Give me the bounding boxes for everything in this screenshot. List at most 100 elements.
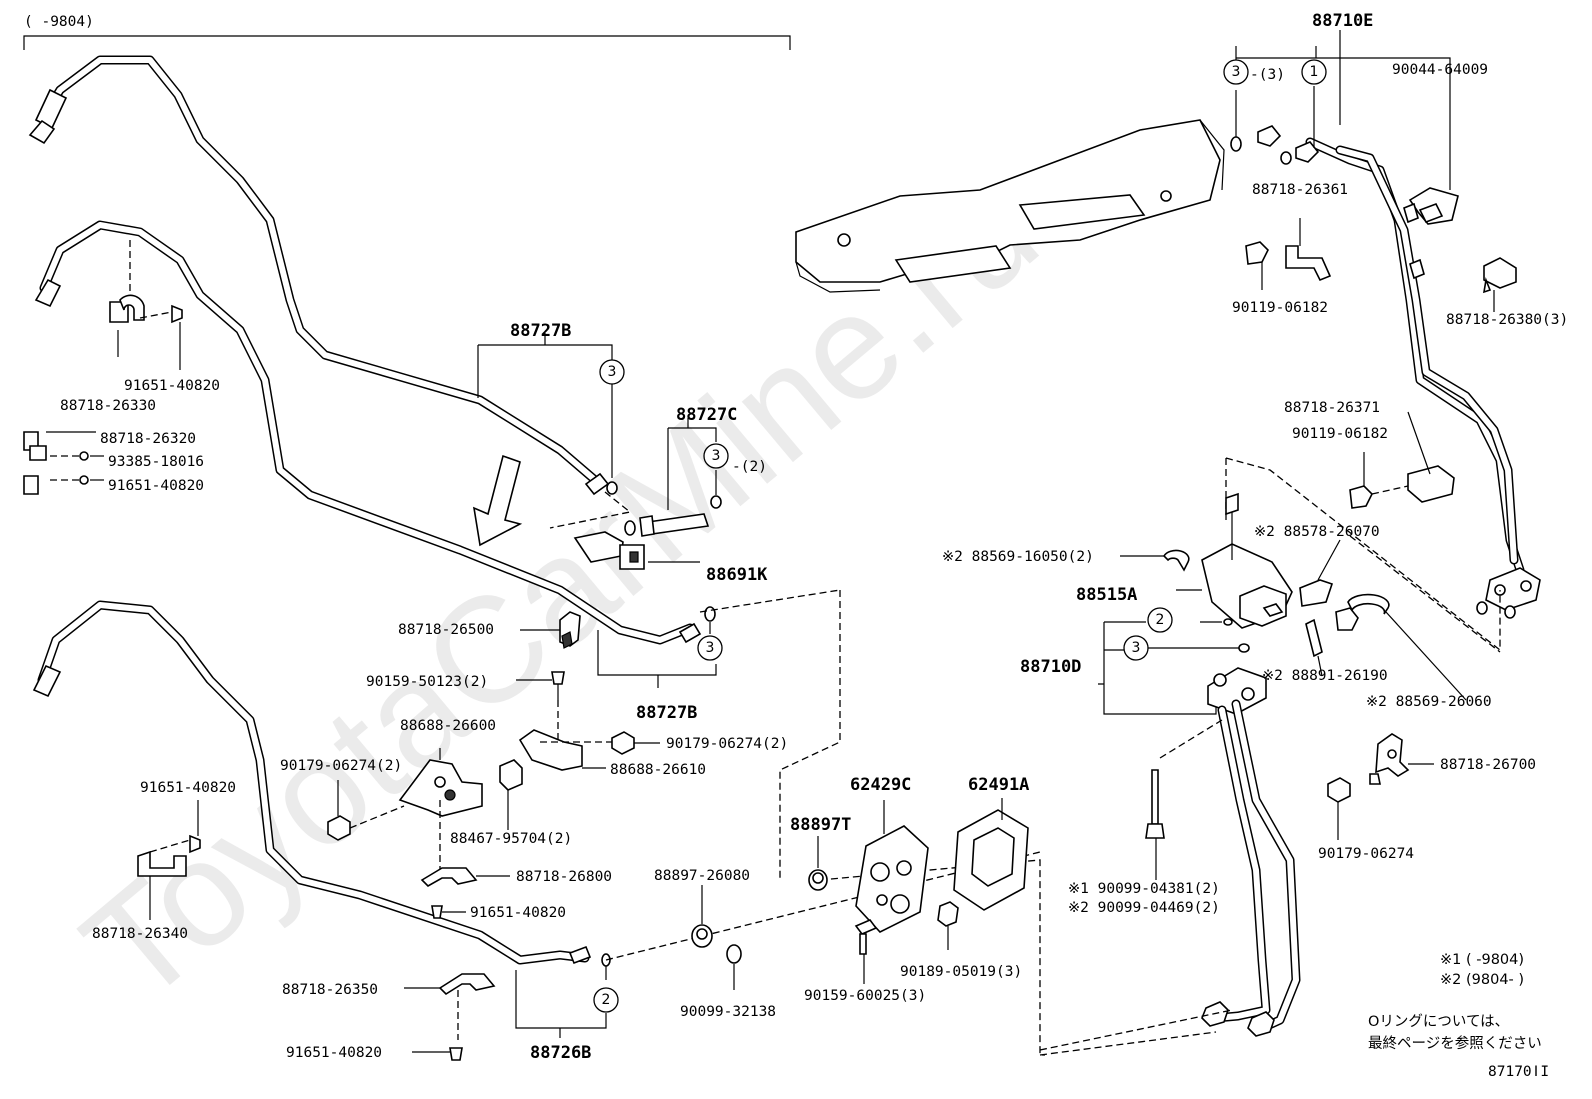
- left-pipe-bottom: [32, 600, 592, 965]
- label-90179-06274-c: 90179-06274: [1318, 846, 1414, 862]
- label-88569-16050: ※2 88569-16050(2): [942, 549, 1094, 565]
- nut-90179-06274-c: [1327, 777, 1351, 840]
- bracket-88688-26610: [518, 729, 606, 771]
- label-88688-26600: 88688-26600: [400, 718, 496, 734]
- label-90099-04469: ※2 90099-04469(2): [1068, 900, 1220, 916]
- label-88718-26350: 88718-26350: [282, 982, 378, 998]
- clamp-88718-26700: [1369, 733, 1434, 785]
- right-pipe-lower: [1201, 667, 1301, 1037]
- bracket-88727C: [667, 418, 717, 510]
- nut-90189-05019: [937, 901, 959, 950]
- label-88718-26371: 88718-26371: [1284, 400, 1380, 416]
- label-88718-26320: 88718-26320: [100, 431, 196, 447]
- label-88688-26610: 88688-26610: [610, 762, 706, 778]
- label-88718-26340: 88718-26340: [92, 926, 188, 942]
- bolt-90159-50123: [516, 671, 565, 740]
- legend-oring-line-2: 最終ページを参照ください: [1368, 1035, 1542, 1052]
- label-88727C: 88727C: [676, 405, 737, 425]
- label-88710E: 88710E: [1312, 11, 1373, 31]
- label-88569-26060: ※2 88569-26060: [1366, 694, 1492, 710]
- left-pipe-middle: [34, 220, 702, 645]
- screw-90119-06182-b: [1349, 452, 1409, 509]
- valve-88691K: [573, 513, 710, 570]
- bracket-88688-26600: [398, 748, 483, 870]
- legend-note-1: ※1 ( -9804): [1440, 952, 1524, 968]
- oring: [704, 606, 716, 622]
- nut-90179-06274: [540, 731, 660, 755]
- oring: [1230, 136, 1242, 152]
- label-90189-05019: 90189-05019(3): [900, 964, 1022, 980]
- label-88515A: 88515A: [1076, 585, 1137, 605]
- clamp-88718-26330: [109, 240, 183, 370]
- seal-62491A: [953, 798, 1029, 911]
- legend-oring-line-1: Oリングについては、: [1368, 1013, 1509, 1030]
- bracket-88727B-top: [477, 333, 613, 398]
- circle-ref: 3: [697, 635, 723, 661]
- label-90179-06274-a: 90179-06274(2): [280, 758, 402, 774]
- clamp-88718-26320: [23, 431, 104, 495]
- label-90179-06274-b: 90179-06274(2): [666, 736, 788, 752]
- dashed-guide: [1225, 457, 1501, 652]
- dashed-guide: [699, 589, 841, 613]
- dashed-guide: [605, 851, 1041, 961]
- plate-62429C: [855, 800, 929, 933]
- bolt-91651-40820-c: [431, 905, 466, 919]
- clamp-88718-26380: [1403, 202, 1517, 312]
- circle-ref: 3: [1223, 59, 1249, 85]
- label-90099-04381: ※1 90099-04381(2): [1068, 881, 1220, 897]
- legend-note-2: ※2 (9804- ): [1440, 972, 1524, 988]
- circle-ref: 2: [1147, 607, 1173, 633]
- bracket-88710D: [1098, 621, 1217, 715]
- label-62429C: 62429C: [850, 775, 911, 795]
- label-93385-18016: 93385-18016: [108, 454, 204, 470]
- label-88718-26361: 88718-26361: [1252, 182, 1348, 198]
- svg-text:1: 1: [1310, 64, 1319, 80]
- label-88727B-bottom: 88727B: [636, 703, 697, 723]
- right-pipe-main: [1257, 125, 1541, 611]
- grommet-88897T: [808, 836, 828, 891]
- label-90119-06182-a: 90119-06182: [1232, 300, 1328, 316]
- label-qty-2: -(2): [732, 459, 767, 475]
- label-88467-95704: 88467-95704(2): [450, 831, 572, 847]
- bolt-91651-40820-e: [412, 1047, 463, 1061]
- clamp-88718-26800: [420, 867, 510, 887]
- circle-ref: 3: [703, 443, 729, 469]
- header-bracket: [23, 35, 791, 50]
- clamp-88718-26340: [137, 800, 201, 920]
- connector-88891-26190: [1305, 607, 1359, 677]
- label-91651-40820-d: 91651-40820: [470, 905, 566, 921]
- valve-88515A: [1176, 492, 1293, 629]
- circle-ref: 1: [1301, 59, 1327, 85]
- circle-ref: 3: [599, 359, 625, 385]
- dashed-guide: [1039, 719, 1233, 1051]
- svg-text:3: 3: [608, 364, 617, 380]
- bracket-88727B-bottom: [597, 630, 717, 688]
- label-90099-32138: 90099-32138: [680, 1004, 776, 1020]
- circle-ref: 2: [593, 987, 619, 1013]
- label-88718-26330: 88718-26330: [60, 398, 156, 414]
- svg-text:3: 3: [706, 640, 715, 656]
- label-88718-26700: 88718-26700: [1440, 757, 1536, 773]
- svg-text:3: 3: [1132, 640, 1141, 656]
- svg-text:3: 3: [712, 448, 721, 464]
- label-91651-40820-a: 91651-40820: [124, 378, 220, 394]
- direction-arrow: [472, 454, 523, 547]
- oring: [710, 495, 722, 509]
- label-90159-50123: 90159-50123(2): [366, 674, 488, 690]
- bracket-88726B: [515, 970, 607, 1038]
- diagram-id: 87170ǀI: [1488, 1064, 1549, 1080]
- label-88718-26500: 88718-26500: [398, 622, 494, 638]
- label-88718-26800: 88718-26800: [516, 869, 612, 885]
- oring: [1504, 605, 1516, 619]
- oring: [1238, 643, 1250, 653]
- label-90044-64009: 90044-64009: [1392, 62, 1488, 78]
- label-88891-26190: ※2 88891-26190: [1262, 668, 1388, 684]
- oring: [1223, 618, 1233, 626]
- label-88578-26070: ※2 88578-26070: [1254, 524, 1380, 540]
- label-88718-26380: 88718-26380(3): [1446, 312, 1568, 328]
- label-90119-06182-b: 90119-06182: [1292, 426, 1388, 442]
- dashed-guide: [779, 590, 841, 880]
- clip-88569-16050: [1120, 549, 1190, 572]
